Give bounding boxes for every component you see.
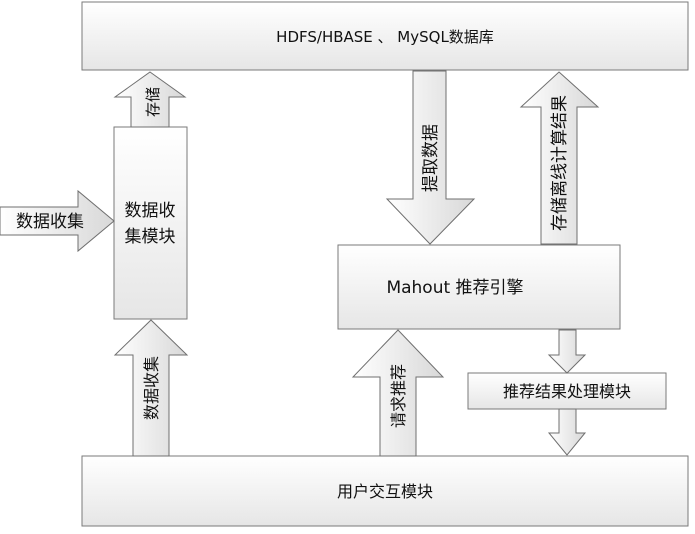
data-input-arrow-label: 数据收集 [16, 212, 84, 232]
request-recommendation-arrow [351, 329, 445, 457]
result-processing-box [467, 372, 667, 410]
data-input-arrow [0, 189, 115, 253]
store-arrow [113, 71, 187, 128]
data-collection-module-label-line1: 数据收 [125, 201, 176, 221]
engine-to-result-arrow [547, 329, 587, 374]
data-collection-module-label-line2: 集模块 [125, 227, 176, 247]
database-box [81, 1, 689, 71]
extract-data-arrow-label: 提取数据 [421, 124, 441, 192]
mahout-engine-box [337, 244, 621, 330]
data-collection-module-box [113, 126, 188, 320]
store-offline-results-arrow-label: 存储离线计算结果 [550, 95, 570, 231]
extract-data-arrow [385, 70, 476, 245]
user-interaction-box-label: 用户交互模块 [337, 482, 433, 501]
result-to-user-arrow [547, 408, 587, 456]
store-offline-results-arrow [519, 71, 600, 245]
request-recommendation-arrow-label: 请求推荐 [389, 364, 408, 428]
mahout-engine-label: Mahout 推荐引擎 [386, 278, 523, 298]
user-data-collection-arrow-label: 数据收集 [142, 356, 161, 420]
store-arrow-label: 存储 [144, 87, 162, 117]
user-data-collection-arrow [113, 319, 189, 457]
user-interaction-box [81, 455, 689, 527]
result-processing-label: 推荐结果处理模块 [503, 382, 631, 401]
database-box-label: HDFS/HBASE 、 MySQL数据库 [276, 28, 494, 46]
